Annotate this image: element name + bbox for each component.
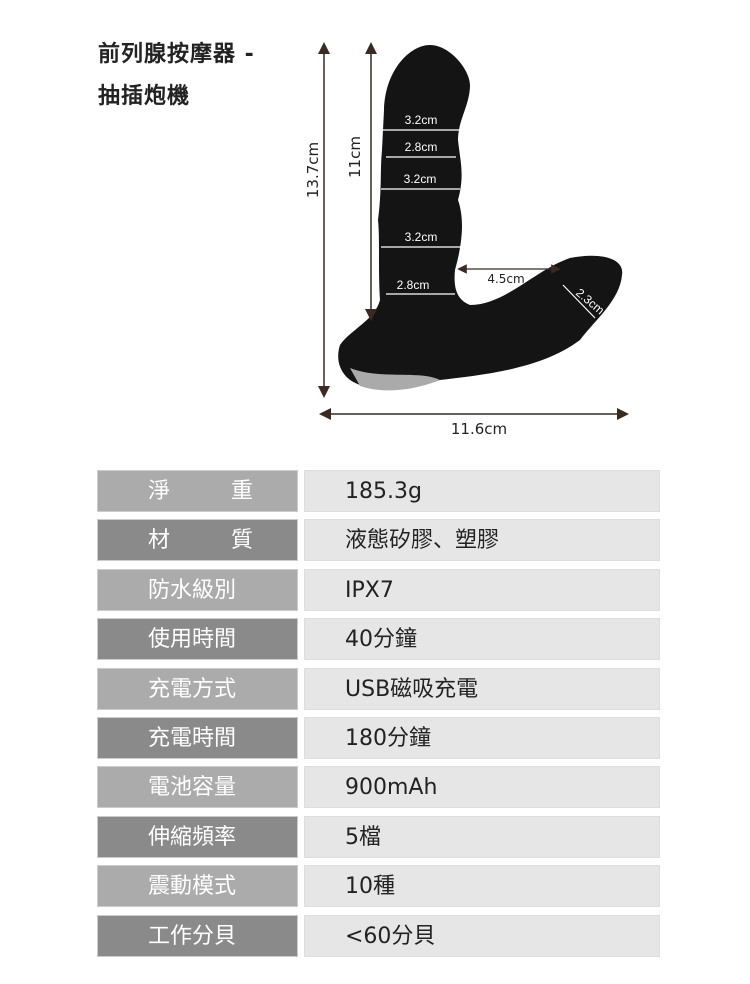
- spec-value: <60分貝: [304, 914, 660, 957]
- product-title-line-1: 前列腺按摩器 -: [98, 42, 255, 67]
- spec-value: 5檔: [304, 815, 660, 858]
- spec-row: 工作分貝 <60分貝: [97, 914, 660, 957]
- spec-label: 伸縮頻率: [97, 815, 298, 858]
- spec-value: 900mAh: [304, 766, 660, 809]
- spec-label-text: 震動模式: [148, 874, 237, 900]
- spec-value: 185.3g: [304, 470, 660, 512]
- shaft-length-label: 11cm: [346, 136, 364, 178]
- spec-label: 材質: [97, 519, 298, 562]
- total-width-label: 11.6cm: [451, 420, 507, 438]
- spec-label: 工作分貝: [97, 914, 298, 957]
- total-height-label: 13.7cm: [304, 142, 322, 198]
- spec-label: 充電時間: [97, 717, 298, 759]
- spec-label: 震動模式: [97, 865, 298, 908]
- spec-row: 防水級別 IPX7: [97, 568, 660, 611]
- spec-label-text: 使用時間: [148, 627, 237, 653]
- spec-label-char: 材: [148, 528, 171, 554]
- spec-row: 震動模式 10種: [97, 865, 660, 908]
- spec-row: 使用時間 40分鐘: [97, 618, 660, 661]
- spec-value: 40分鐘: [304, 618, 660, 661]
- spec-row: 伸縮頻率 5檔: [97, 815, 660, 858]
- spec-label-char: 重: [231, 479, 254, 504]
- spec-label-text: 伸縮頻率: [148, 824, 237, 850]
- spec-label-char: 淨: [148, 479, 171, 504]
- spec-label-text: 充電方式: [148, 676, 237, 702]
- spec-label-text: 電池容量: [148, 775, 237, 801]
- width-label: 2.8cm: [405, 140, 438, 154]
- width-label: 3.2cm: [404, 172, 437, 186]
- spec-label: 使用時間: [97, 618, 298, 661]
- spec-label: 防水級別: [97, 568, 298, 611]
- spec-label-char: 質: [231, 528, 254, 554]
- gap-label: 4.5cm: [487, 272, 524, 286]
- spec-value: IPX7: [304, 568, 660, 611]
- spec-row: 充電方式 USB磁吸充電: [97, 667, 660, 710]
- spec-label-text: 防水級別: [148, 577, 237, 603]
- spec-value: 10種: [304, 865, 660, 908]
- width-label: 3.2cm: [405, 113, 438, 127]
- product-title-line-2: 抽插炮機: [98, 84, 191, 109]
- width-label: 3.2cm: [405, 230, 438, 244]
- spec-label-text: 工作分貝: [148, 923, 237, 949]
- product-dimension-diagram: 3.2cm 2.8cm 3.2cm 3.2cm 2.8cm 2.3cm 4.5c…: [304, 42, 629, 438]
- spec-label: 充電方式: [97, 667, 298, 710]
- width-label: 2.8cm: [397, 278, 430, 292]
- spec-label-text: 充電時間: [148, 726, 237, 751]
- spec-row: 充電時間 180分鐘: [97, 717, 660, 759]
- spec-value: 液態矽膠、塑膠: [304, 519, 660, 562]
- spec-row: 材質液態矽膠、塑膠: [97, 519, 660, 562]
- spec-row: 電池容量 900mAh: [97, 766, 660, 809]
- product-silhouette: [338, 45, 623, 390]
- spec-value: 180分鐘: [304, 717, 660, 759]
- spec-label: 電池容量: [97, 766, 298, 809]
- spec-value: USB磁吸充電: [304, 667, 660, 710]
- spec-label: 淨重: [97, 470, 298, 512]
